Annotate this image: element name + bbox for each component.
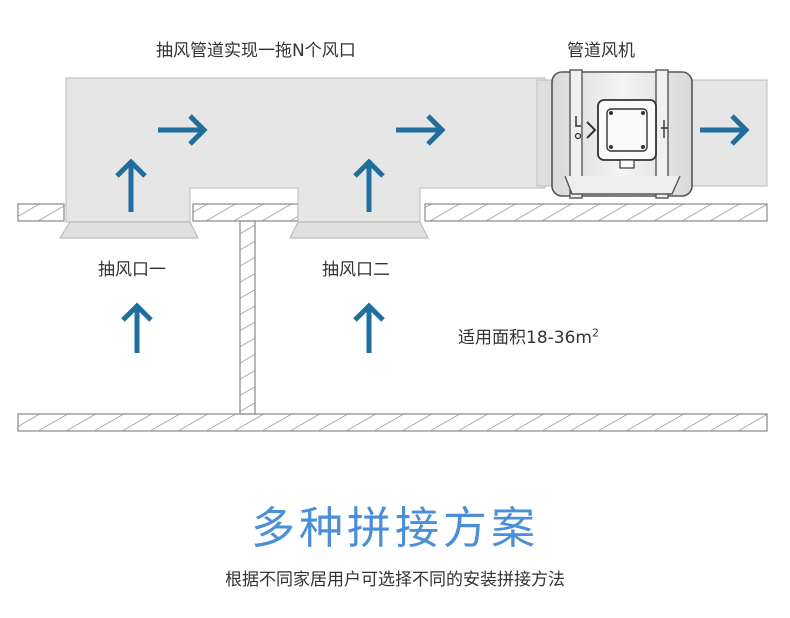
- duct-diagram: [17, 69, 768, 432]
- arrow-right-icon: [396, 114, 446, 146]
- arrow-up-icon: [353, 158, 385, 212]
- arrow-up-icon: [115, 158, 147, 212]
- outlet-one-label: 抽风口一: [98, 260, 166, 280]
- fan-label: 管道风机: [567, 41, 635, 61]
- arrow-right-icon: [158, 114, 208, 146]
- vent-grill-one: [58, 221, 199, 239]
- page-title: 多种拼接方案: [251, 503, 539, 554]
- partition-wall: [239, 220, 256, 415]
- vent-grill-two: [289, 221, 429, 239]
- page-subtitle: 根据不同家居用户可选择不同的安装拼接方法: [225, 570, 565, 590]
- area-text: 适用面积18-36m: [458, 328, 592, 348]
- outlet-two-label: 抽风口二: [322, 260, 390, 280]
- exhaust-pipe: [689, 79, 768, 187]
- arrow-right-icon: [700, 114, 750, 146]
- arrow-up-icon: [121, 302, 153, 353]
- arrow-up-icon: [353, 302, 385, 353]
- floor-slab: [17, 413, 768, 432]
- area-superscript: 2: [591, 326, 599, 340]
- area-label: 适用面积18-36m2: [458, 323, 599, 348]
- duct-title: 抽风管道实现一拖N个风口: [156, 41, 356, 61]
- air-duct: [58, 77, 546, 239]
- inline-fan: [551, 69, 693, 199]
